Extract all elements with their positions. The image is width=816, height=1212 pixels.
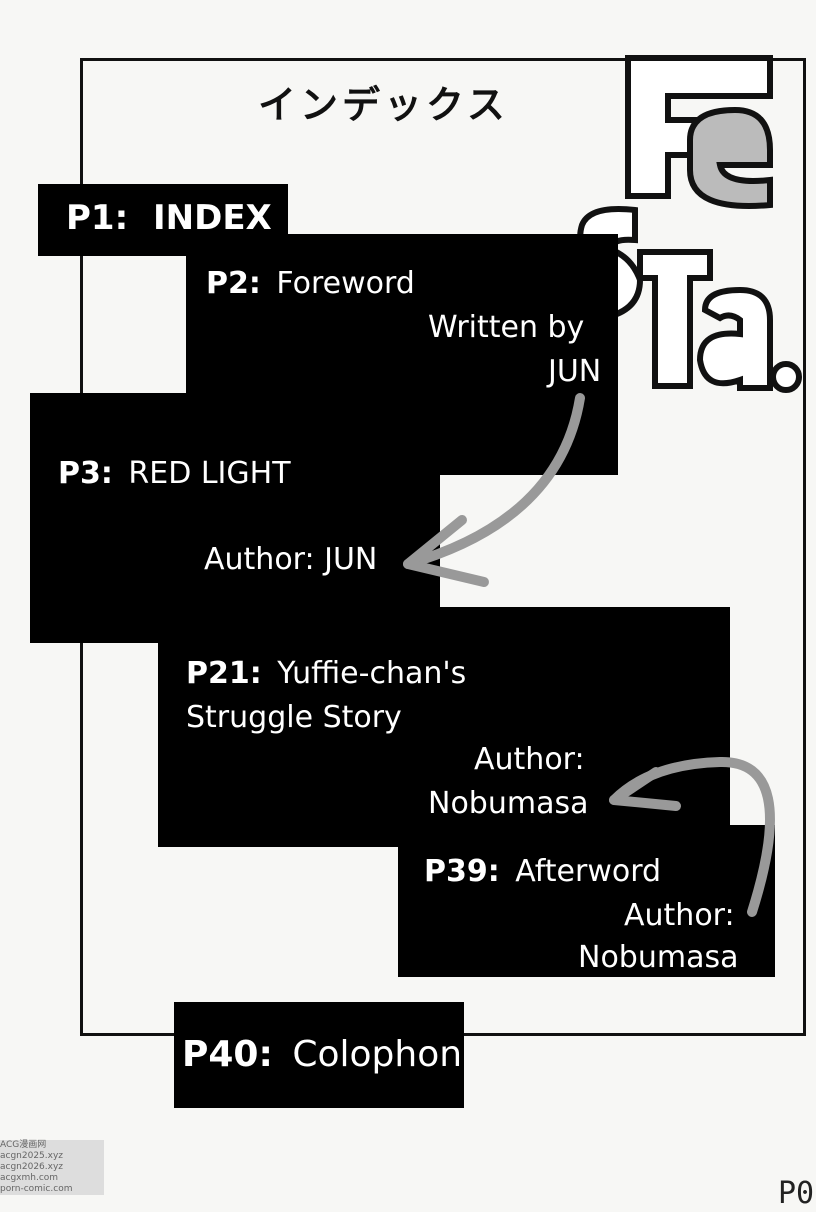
page-label: P1: [66, 198, 129, 238]
entry-title: Colophon [292, 1034, 463, 1075]
arrow-head-2 [609, 767, 681, 811]
entry-title: Foreword [276, 266, 415, 301]
entry-p2-credit2: JUN [548, 354, 602, 389]
watermark-line: acgxmh.com [0, 1173, 59, 1183]
entry-title: Afterword [515, 854, 662, 889]
entry-title: INDEX [153, 198, 272, 238]
entry-p1: P1: INDEX [66, 198, 272, 238]
watermark-line: acgn2025.xyz [0, 1151, 64, 1161]
entry-p21-credit2: Nobumasa [428, 786, 589, 821]
entry-p3: P3: RED LIGHT [58, 456, 291, 491]
entry-p21-credit1: Author: [474, 742, 585, 777]
page-number: P0 [778, 1176, 815, 1211]
arrow-head-1 [403, 515, 489, 587]
entry-title: RED LIGHT [128, 456, 291, 491]
page-label: P21: [186, 656, 262, 691]
watermark-line: acgn2026.xyz [0, 1162, 64, 1172]
entry-p39-credit2: Nobumasa [578, 940, 739, 975]
entry-p2: P2: Foreword [206, 266, 415, 301]
index-heading: インデックス [258, 85, 509, 127]
page-label: P2: [206, 266, 261, 301]
watermark-line: ACG漫画网 [0, 1140, 47, 1150]
page-label: P39: [424, 854, 500, 889]
block-p3-right [438, 393, 618, 475]
arrow-curve-1 [403, 393, 585, 569]
entry-p39: P39: Afterword [424, 854, 661, 889]
entry-p2-credit1: Written by [428, 310, 585, 345]
block-p39 [398, 825, 775, 977]
entry-p21-title2: Struggle Story [186, 700, 402, 735]
page-label: P40: [182, 1034, 273, 1075]
entry-title: Yuffie-chan's [277, 656, 467, 691]
watermark: ACG漫画网 acgn2025.xyz acgn2026.xyz acgxmh.… [0, 1140, 104, 1195]
block-p3 [30, 393, 440, 643]
entry-p40: P40: Colophon [182, 1034, 462, 1075]
page-label: P3: [58, 456, 113, 491]
block-p40 [174, 1002, 464, 1108]
entry-p21: P21: Yuffie-chan's [186, 656, 466, 691]
entry-p3-credit1: Author: JUN [204, 542, 378, 577]
watermark-line: porn-comic.com [0, 1184, 73, 1194]
entry-p39-credit1: Author: [624, 898, 735, 933]
